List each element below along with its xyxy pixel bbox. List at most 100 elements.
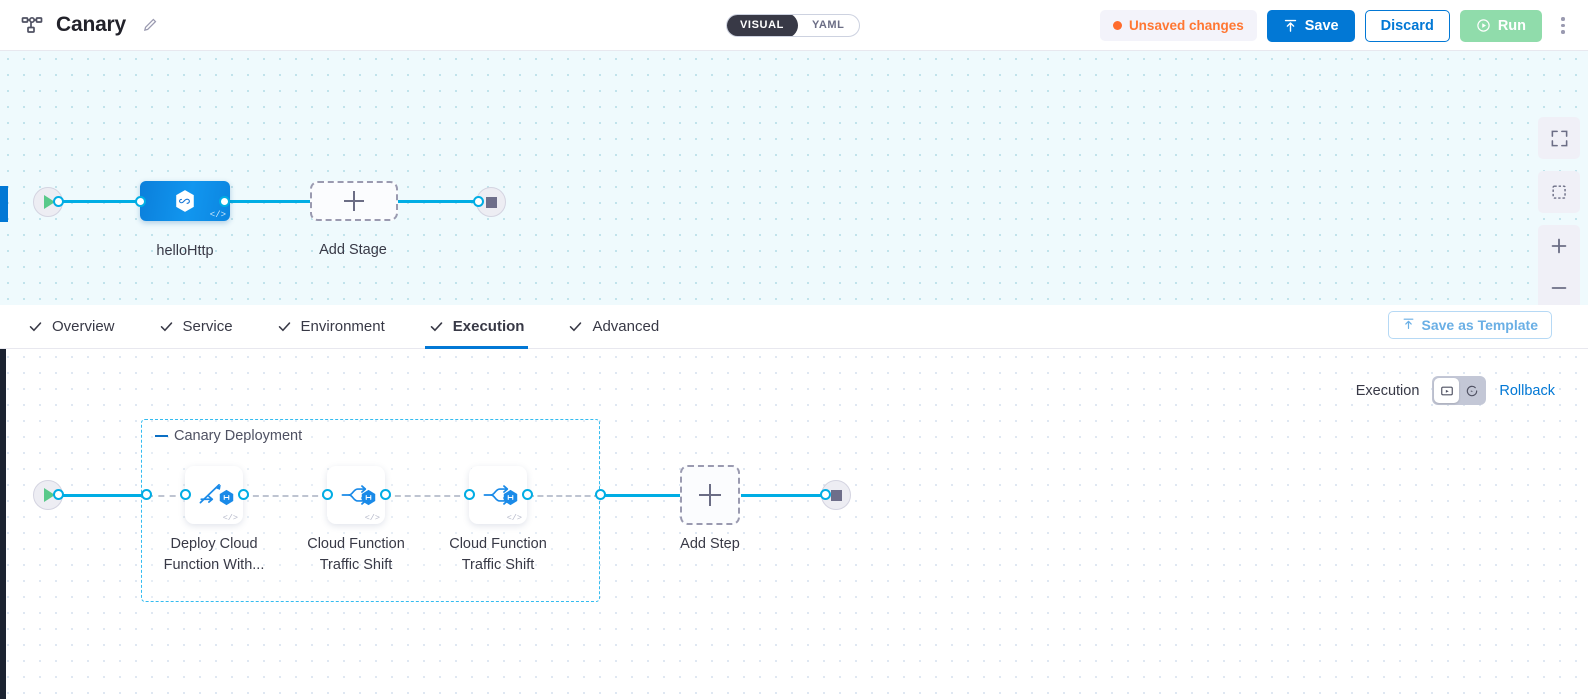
- edge-step1-to-step2: [243, 495, 328, 497]
- harness-hexagon-icon: [172, 188, 198, 214]
- upload-arrow-icon: [1402, 317, 1415, 333]
- step-code-marker: </>: [506, 513, 522, 523]
- edge-addstep-to-end: [741, 494, 831, 497]
- step-label-2-line2: Traffic Shift: [319, 557, 393, 573]
- edge-start-to-group: [54, 494, 146, 497]
- upload-arrow-icon: [1283, 18, 1298, 33]
- add-step-label: Add Step: [680, 536, 740, 552]
- run-button[interactable]: Run: [1459, 9, 1542, 42]
- port-step3-in[interactable]: [464, 489, 475, 500]
- port-group-out[interactable]: [595, 489, 606, 500]
- edge-step2-to-step3: [385, 495, 470, 497]
- traffic-shift-icon: [339, 480, 376, 510]
- zoom-control-group: [1538, 225, 1580, 305]
- run-button-label: Run: [1497, 17, 1526, 34]
- tab-environment[interactable]: Environment: [255, 305, 407, 349]
- execution-left-rail: [0, 349, 6, 699]
- play-triangle-icon: [44, 488, 55, 502]
- stage-code-marker: </>: [209, 210, 226, 220]
- step-label-2: Cloud Function Traffic Shift: [291, 534, 421, 576]
- step-group-label-text: Canary Deployment: [174, 428, 303, 444]
- edge-stage-to-addstage: [224, 200, 310, 203]
- view-mode-toggle[interactable]: VISUAL YAML: [726, 14, 860, 37]
- canvas-controls: [1538, 117, 1580, 305]
- kebab-menu-icon[interactable]: [1552, 10, 1574, 42]
- harness-hexagon-badge: [503, 489, 518, 506]
- step-node-deploy-cloud-function[interactable]: </>: [185, 466, 243, 524]
- tab-execution[interactable]: Execution: [407, 305, 547, 349]
- step-label-2-line1: Cloud Function: [307, 536, 405, 552]
- collapse-dash-icon[interactable]: [155, 434, 168, 438]
- save-as-template-button[interactable]: Save as Template: [1387, 311, 1552, 339]
- play-triangle-icon: [44, 195, 55, 209]
- tab-overview[interactable]: Overview: [0, 305, 137, 349]
- header-left-group: Canary: [0, 13, 159, 37]
- save-button-label: Save: [1304, 17, 1339, 34]
- check-icon: [430, 322, 443, 332]
- unsaved-dot-icon: [1112, 21, 1122, 30]
- play-circle-icon: [1476, 18, 1491, 33]
- check-icon: [29, 322, 42, 332]
- zoom-in-icon[interactable]: [1538, 225, 1580, 267]
- step-node-traffic-shift-2[interactable]: </>: [469, 466, 527, 524]
- step-group-label: Canary Deployment: [155, 428, 302, 444]
- save-button[interactable]: Save: [1266, 9, 1355, 42]
- tab-service-label: Service: [182, 318, 233, 335]
- port-end-in[interactable]: [473, 196, 484, 207]
- rollback-link[interactable]: Rollback: [1499, 382, 1555, 399]
- add-step-button[interactable]: [680, 465, 740, 525]
- page-title: Canary: [56, 13, 127, 36]
- port-stage-in[interactable]: [135, 196, 146, 207]
- execution-canvas[interactable]: Execution Rollback: [0, 349, 1588, 699]
- toggle-option-yaml[interactable]: YAML: [811, 19, 845, 31]
- rollback-view-icon[interactable]: [1459, 378, 1484, 403]
- harness-hexagon-badge: [361, 489, 376, 506]
- port-step2-in[interactable]: [322, 489, 333, 500]
- port-step1-in[interactable]: [180, 489, 191, 500]
- step-label-3-line1: Cloud Function: [449, 536, 547, 552]
- port-exec-start-out[interactable]: [53, 489, 64, 500]
- port-step1-out[interactable]: [238, 489, 249, 500]
- port-stage-out[interactable]: [219, 196, 230, 207]
- step-label-3-line2: Traffic Shift: [461, 557, 535, 573]
- zoom-out-icon[interactable]: [1538, 267, 1580, 305]
- toggle-option-visual[interactable]: VISUAL: [726, 15, 798, 36]
- plus-icon: [699, 484, 721, 506]
- step-code-marker: </>: [364, 513, 380, 523]
- tab-advanced[interactable]: Advanced: [546, 305, 681, 349]
- stop-square-icon: [830, 489, 842, 501]
- stage-canvas[interactable]: </> helloHttp Add Stage: [0, 51, 1588, 305]
- port-step3-out[interactable]: [522, 489, 533, 500]
- execution-mode-controls: Execution Rollback: [1356, 376, 1555, 405]
- pipeline-tab-bar: Overview Service Environment Execution A…: [0, 305, 1588, 349]
- tab-environment-label: Environment: [300, 318, 385, 335]
- add-stage-label: Add Stage: [319, 242, 387, 258]
- step-label-1-line1: Deploy Cloud: [170, 536, 258, 552]
- stage-node-hellohttp[interactable]: </>: [140, 181, 230, 221]
- unsaved-changes-label: Unsaved changes: [1128, 18, 1244, 33]
- fit-to-screen-icon[interactable]: [1538, 117, 1580, 159]
- tab-advanced-label: Advanced: [592, 318, 660, 335]
- edge-step3-to-groupend: [528, 495, 600, 497]
- add-stage-button[interactable]: [310, 181, 398, 221]
- discard-button-label: Discard: [1380, 17, 1434, 34]
- selection-box-icon[interactable]: [1538, 171, 1580, 213]
- execution-label: Execution: [1355, 382, 1420, 399]
- tab-service[interactable]: Service: [137, 305, 255, 349]
- edge-addstage-to-end: [397, 200, 483, 203]
- port-exec-end-in[interactable]: [820, 489, 831, 500]
- plus-icon: [344, 191, 364, 211]
- pencil-edit-icon[interactable]: [138, 17, 159, 34]
- step-label-1-line2: Function With...: [163, 557, 265, 573]
- canvas-left-indicator: [0, 186, 8, 222]
- port-step2-out[interactable]: [380, 489, 391, 500]
- port-start-out[interactable]: [53, 196, 64, 207]
- step-code-marker: </>: [222, 513, 238, 523]
- execution-rollback-toggle[interactable]: [1432, 376, 1487, 405]
- step-node-traffic-shift-1[interactable]: </>: [327, 466, 385, 524]
- execution-view-icon[interactable]: [1434, 378, 1460, 403]
- discard-button[interactable]: Discard: [1364, 9, 1450, 42]
- port-group-in[interactable]: [141, 489, 152, 500]
- deploy-cloud-function-icon: [197, 480, 234, 510]
